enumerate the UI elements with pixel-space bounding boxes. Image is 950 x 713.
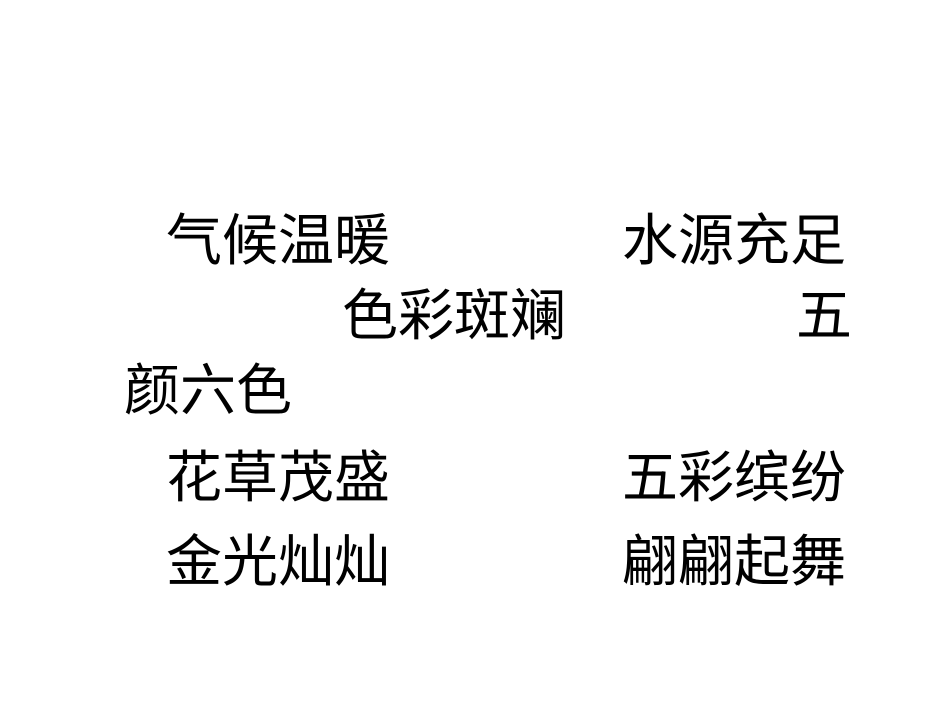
phrase-secai-banlan: 色彩斑斓 (342, 284, 566, 349)
phrase-qihou-wennuan: 气候温暖 (166, 209, 390, 274)
phrase-huacao-maosheng: 花草茂盛 (166, 446, 390, 511)
phrase-wucai-binfen: 五彩缤纷 (622, 446, 846, 511)
phrase-pianpian-qiwu: 翩翩起舞 (622, 530, 846, 595)
phrase-wu: 五 (796, 284, 852, 349)
phrase-shuiyuan-chongzu: 水源充足 (622, 209, 846, 274)
phrase-jinguang-cancan: 金光灿灿 (166, 530, 390, 595)
phrase-yanliuse: 颜六色 (124, 359, 292, 424)
